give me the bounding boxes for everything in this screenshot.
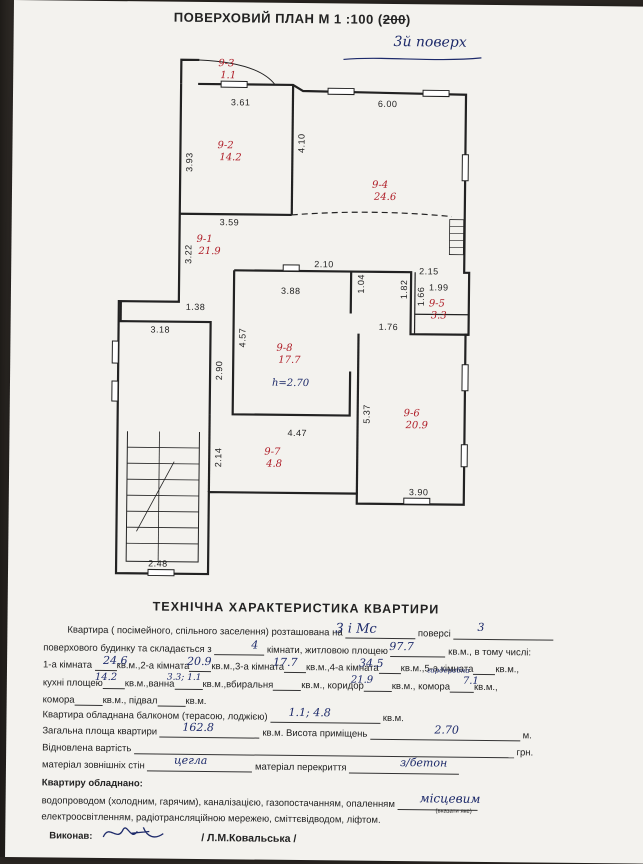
dimension: 4.47 <box>287 427 308 439</box>
living-area: 97.7 <box>389 639 414 654</box>
room-code: 9-2 <box>217 140 234 152</box>
balcony-area: 1.1; 4.8 <box>288 705 331 720</box>
dimension: 3.61 <box>230 97 251 108</box>
room-area: 20.9 <box>405 420 428 432</box>
room-area: 4.8 <box>266 458 283 470</box>
room-3-area: 17.7 <box>273 655 298 670</box>
dimension: 1.66 <box>415 286 427 307</box>
spec-line-6: Квартира обладнана балконом (терасою, ло… <box>42 709 404 725</box>
dimension: 3.88 <box>280 285 301 297</box>
executor-label: Виконав: <box>49 830 93 842</box>
rooms-count: 4 <box>251 638 259 652</box>
floors-material: з/бетон <box>399 756 448 770</box>
spec-line-12: електроосвітленням, радіотрансляційною м… <box>41 811 381 826</box>
dimension: 3.93 <box>184 152 195 172</box>
signature-image <box>102 827 164 838</box>
bath-area: 3.3; 1.1 <box>166 672 202 683</box>
heating-type: місцевим <box>419 791 481 806</box>
dimension: 4.10 <box>296 133 307 154</box>
dimension: 4.57 <box>237 327 248 348</box>
room-code: 9-7 <box>264 446 281 458</box>
room-code: 9-6 <box>403 408 420 420</box>
dimension: 2.48 <box>148 558 168 569</box>
dimension: 2.90 <box>214 360 225 381</box>
corridor-area: 21.9 <box>350 674 374 686</box>
ceiling-height-value: 2.70 <box>434 723 459 737</box>
heating-note: (вказати яке) <box>435 808 472 815</box>
storage-note: гардеробна <box>426 666 470 675</box>
dimension: 1.99 <box>428 282 449 293</box>
room-area: 24.6 <box>373 191 397 204</box>
floor-note-underline <box>343 57 482 61</box>
dimension: 1.82 <box>398 279 410 300</box>
dimension: 2.15 <box>419 266 439 277</box>
kitchen-area: 14.2 <box>94 671 118 684</box>
room-area: 21.9 <box>198 245 221 258</box>
total-area: 162.8 <box>182 720 214 735</box>
floor-plan <box>111 58 471 577</box>
spec-line-10: Квартиру обладнано: <box>41 777 143 790</box>
ceiling-height: h=2.70 <box>271 377 310 390</box>
floor-value: 3 і Мс <box>335 621 377 637</box>
dimension: 1.04 <box>355 274 367 294</box>
room-code: 9-5 <box>428 298 446 310</box>
walls-material: цегла <box>173 753 208 768</box>
spec-line-9: матеріал зовнішніх стін матеріал перекри… <box>42 759 460 775</box>
room-2-area: 20.9 <box>187 654 212 669</box>
dimension: 1.38 <box>185 301 206 313</box>
room-1-area: 24.6 <box>103 653 128 668</box>
room-area: 3.3 <box>430 310 447 322</box>
dimension: 6.00 <box>377 98 398 110</box>
storage-area: 7.1 <box>462 675 479 687</box>
room-area: 1.1 <box>220 70 237 82</box>
dimension: 5.37 <box>361 404 372 424</box>
document-sheet: ПОВЕРХОВИЙ ПЛАН М 1 :100 (200) 3й поверх <box>5 0 643 864</box>
dimension: 1.76 <box>378 321 399 333</box>
storeys-value: 3 <box>477 620 485 634</box>
room-4-area: 34.5 <box>359 656 384 670</box>
room-code: 9-4 <box>372 179 389 191</box>
spec-line-8: Відновлена вартість грн. <box>42 742 534 759</box>
dimension: 2.14 <box>213 447 224 468</box>
dimension: 3.59 <box>219 217 240 228</box>
room-area: 17.7 <box>278 354 301 367</box>
spec-line-11: водопроводом (холодним, гарячим), каналі… <box>42 795 478 811</box>
room-code: 9-8 <box>276 342 293 354</box>
spec-heading: ТЕХНІЧНА ХАРАКТЕРИСТИКА КВАРТИРИ <box>152 599 440 617</box>
dimension: 3.90 <box>408 487 429 498</box>
room-code: 9-3 <box>218 58 235 70</box>
room-area: 14.2 <box>219 152 242 164</box>
dimension: 3.18 <box>150 324 171 335</box>
room-code: 9-1 <box>196 233 213 246</box>
dimension: 2.10 <box>314 259 334 270</box>
executor-name: / Л.М.Ковальська / <box>201 832 297 846</box>
dimension: 3.22 <box>183 244 194 264</box>
